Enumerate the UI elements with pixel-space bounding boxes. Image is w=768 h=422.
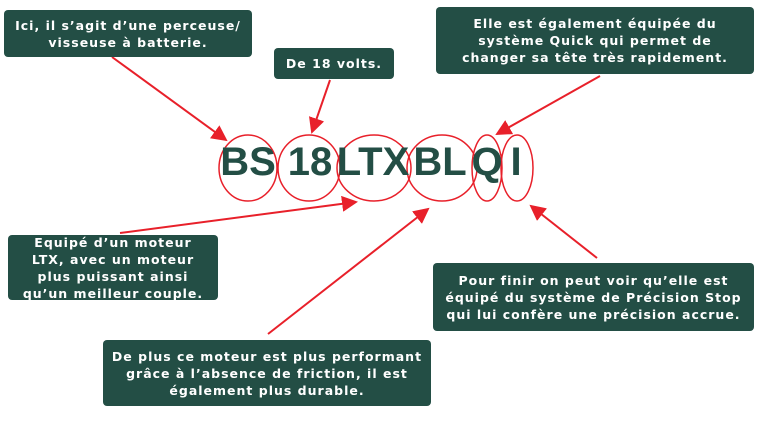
code-ltx: LTX <box>336 140 410 184</box>
arrow-ltx <box>119 195 358 234</box>
arrow-quick <box>495 75 601 135</box>
circle-ltx <box>336 134 412 202</box>
arrow-precision <box>529 204 598 259</box>
annotation-quick: Elle est également équipée du système Qu… <box>436 7 754 74</box>
arrow-battery <box>111 56 228 142</box>
annotation-battery: Ici, il s’agit d’une perceuse/ visseuse … <box>4 10 252 57</box>
annotation-ltx: Equipé d’un moteur LTX, avec un moteur p… <box>8 235 218 301</box>
code-18: 18 <box>287 140 333 184</box>
code-bs: BS <box>220 140 276 184</box>
circle-q <box>471 134 503 202</box>
code-q: Q <box>471 140 503 184</box>
circle-bl <box>406 134 478 202</box>
arrow-volts <box>309 79 331 134</box>
annotation-brushless: De plus ce moteur est plus performant gr… <box>103 340 431 406</box>
circle-18 <box>277 134 341 202</box>
annotation-volts: De 18 volts. <box>274 48 394 79</box>
circle-i <box>500 134 534 202</box>
code-bl: BL <box>413 140 467 184</box>
arrow-brushless <box>267 207 430 335</box>
annotation-precision: Pour finir on peut voir qu’elle est équi… <box>433 263 754 331</box>
code-i: I <box>510 140 522 184</box>
circle-bs <box>218 134 278 202</box>
